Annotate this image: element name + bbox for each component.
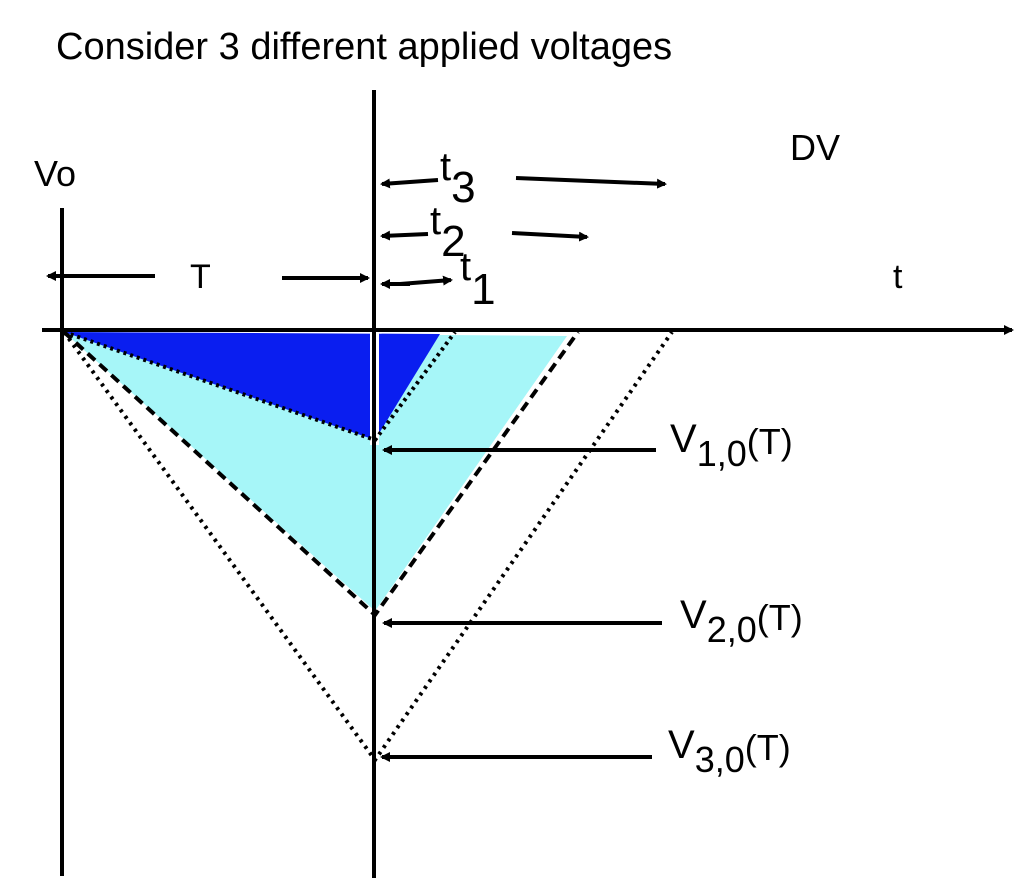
t3-arrow-left [380,178,439,189]
t3-sub: 3 [451,163,475,212]
v1-label: V1,0(T) [670,417,793,474]
period-label: T [190,258,211,296]
v2-sub: 2,0 [707,609,757,650]
t3-base: t [440,145,451,189]
v3-base: V [668,723,695,767]
v2-base: V [680,593,707,637]
t1-sub: 1 [471,265,495,314]
dv-label: DV [790,127,840,168]
v2-suffix: (T) [757,597,803,638]
t1-label: t1 [460,245,496,314]
t2-sub: 2 [441,217,465,266]
v1-base: V [670,417,697,461]
t2-label: t2 [430,199,466,266]
v2-label: V2,0(T) [680,593,803,650]
t1-arrow-right [399,275,453,286]
t2-arrow-left [380,230,429,241]
t3-arrow-right [515,176,667,189]
v3-label: V3,0(T) [668,723,791,780]
light-region [64,332,567,611]
t3-label: t3 [440,145,476,212]
t1-base: t [460,245,471,289]
t-axis-label: t [893,258,903,296]
dark-region [64,332,440,440]
v1-sub: 1,0 [697,433,747,474]
v3-sub: 3,0 [695,739,745,780]
page-title: Consider 3 different applied voltages [56,26,673,68]
t2-arrow-right [511,231,589,242]
t2-base: t [430,199,441,243]
v1-suffix: (T) [747,421,793,462]
v3-suffix: (T) [745,727,791,768]
vo-label: Vo [34,153,76,194]
